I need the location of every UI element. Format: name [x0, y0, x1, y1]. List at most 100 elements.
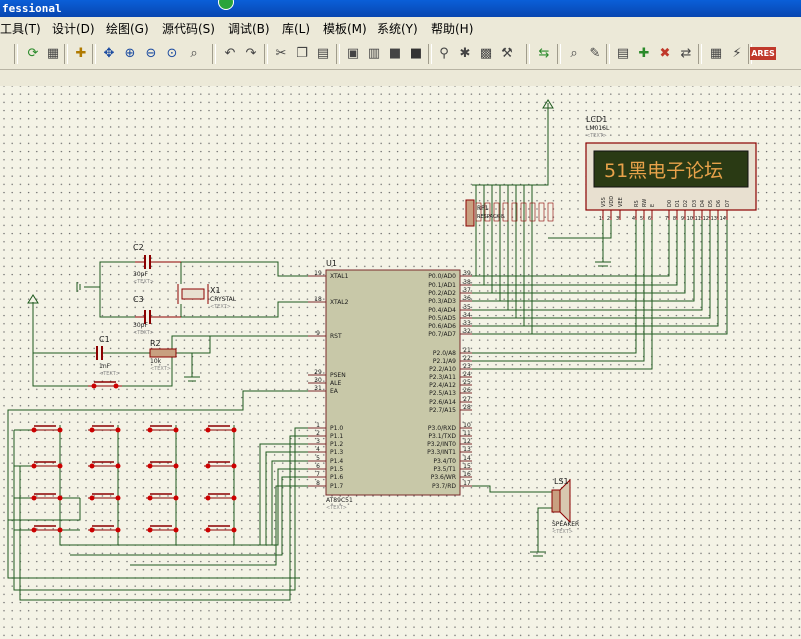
reset-button-contact[interactable] — [113, 383, 119, 389]
lcd-pin-number[interactable]: 1 — [599, 216, 602, 222]
menu-item-7[interactable]: 系统(Y) — [377, 22, 418, 36]
lcd-pin-name[interactable]: D4 — [700, 200, 706, 207]
search-button[interactable]: ⌕ — [565, 44, 583, 62]
redo-button[interactable]: ↷ — [242, 44, 260, 62]
lcd-pin-name[interactable]: D0 — [667, 200, 673, 207]
resistor-element[interactable] — [484, 202, 491, 222]
package-button[interactable]: ▩ — [477, 44, 495, 62]
resistor-element[interactable] — [493, 202, 500, 222]
pan-button[interactable]: ✥ — [100, 44, 118, 62]
lcd-pin-name[interactable]: D1 — [675, 200, 681, 207]
resistor-element[interactable] — [520, 202, 527, 222]
block-delete-button[interactable]: ■ — [407, 44, 425, 62]
lcd-pin-name[interactable]: D6 — [716, 200, 722, 207]
refresh-button[interactable]: ⟳ — [24, 44, 42, 62]
lcd-pin-number[interactable]: 8 — [673, 216, 676, 222]
speaker-ls1-component[interactable] — [551, 489, 561, 513]
menu-item-6[interactable]: 模板(M) — [323, 22, 367, 36]
lcd-type-label[interactable]: LM016L — [586, 125, 610, 132]
cut-button[interactable]: ✂ — [272, 44, 290, 62]
mcu-pin-name: XTAL2 — [330, 299, 349, 306]
lcd-pin-number[interactable]: 13 — [711, 216, 717, 222]
resistor-element[interactable] — [511, 202, 518, 222]
erc-button[interactable]: ⚡ — [728, 44, 746, 62]
lcd-pin-number[interactable]: 7 — [665, 216, 668, 222]
lcd-pin-number[interactable]: 11 — [695, 216, 701, 222]
zoom-all-button[interactable]: ⊙ — [163, 44, 181, 62]
goto-sheet-button[interactable]: ⇄ — [677, 44, 695, 62]
lcd-pin-name[interactable]: VDD — [609, 196, 615, 207]
block-rotate-button[interactable]: ■ — [386, 44, 404, 62]
menu-item-5[interactable]: 库(L) — [282, 22, 311, 36]
resistor-element[interactable] — [529, 202, 536, 222]
pick-device-button[interactable]: ⚲ — [435, 44, 453, 62]
resistor-element[interactable] — [547, 202, 554, 222]
wire — [537, 507, 552, 552]
vcc-terminal — [27, 294, 39, 304]
undo-button[interactable]: ↶ — [221, 44, 239, 62]
block-copy-button[interactable]: ▣ — [344, 44, 362, 62]
mcu-pin-name: P1.6 — [330, 474, 343, 481]
make-device-button[interactable]: ✱ — [456, 44, 474, 62]
lcd-screen[interactable] — [593, 150, 749, 188]
menu-item-1[interactable]: 设计(D) — [52, 22, 95, 36]
zoom-out-button[interactable]: ⊖ — [142, 44, 160, 62]
block-move-button[interactable]: ▥ — [365, 44, 383, 62]
remove-sheet-button[interactable]: ✖ — [656, 44, 674, 62]
zoom-in-button[interactable]: ⊕ — [121, 44, 139, 62]
mcu-chip-component[interactable] — [325, 269, 461, 496]
x1-value-label: CRYSTAL — [210, 296, 237, 303]
zoom-area-button[interactable]: ⌕ — [185, 44, 203, 62]
lcd-pin-number[interactable]: 2 — [607, 216, 610, 222]
lcd-pin-name[interactable]: D2 — [683, 200, 689, 207]
lcd-pin-number[interactable]: 5 — [640, 216, 643, 222]
lcd-pin-number[interactable]: 14 — [720, 216, 726, 222]
menu-item-8[interactable]: 帮助(H) — [431, 22, 474, 36]
lcd-ref-label[interactable]: LCD1 — [586, 115, 607, 124]
reset-button-contact[interactable] — [91, 383, 97, 389]
resistor-r2-component[interactable] — [149, 348, 177, 358]
speaker-cone[interactable] — [559, 478, 571, 524]
lcd-pin-name[interactable]: D7 — [725, 200, 731, 207]
lcd-pin-name[interactable]: RS — [634, 200, 640, 207]
resistor-element[interactable] — [538, 202, 545, 222]
ares-button[interactable]: ARES — [750, 44, 776, 62]
keypad-contact — [89, 427, 95, 433]
menu-item-3[interactable]: 源代码(S) — [162, 22, 215, 36]
resistor-element[interactable] — [475, 202, 482, 222]
lcd-pin-number[interactable]: 6 — [648, 216, 651, 222]
wire-autoroute-icon: ⇆ — [538, 45, 550, 61]
menu-item-4[interactable]: 调试(B) — [228, 22, 270, 36]
resistor-pack-component[interactable] — [465, 199, 475, 227]
design-explorer-button[interactable]: ▤ — [614, 44, 632, 62]
lcd-pin-name[interactable]: VSS — [601, 197, 607, 207]
lcd-pin-name[interactable]: RW — [642, 199, 648, 207]
lcd-pin-name[interactable]: E — [650, 204, 656, 207]
decompose-button[interactable]: ⚒ — [498, 44, 516, 62]
lcd-pin-number[interactable]: 12 — [703, 216, 709, 222]
toolbar-separator — [336, 44, 340, 64]
lcd-pin-name[interactable]: D5 — [708, 200, 714, 207]
paste-button[interactable]: ▤ — [314, 44, 332, 62]
resistor-element[interactable] — [502, 202, 509, 222]
lcd-pin-number[interactable]: 4 — [632, 216, 635, 222]
grid-button[interactable]: ▦ — [44, 44, 62, 62]
property-assign-button[interactable]: ✎ — [586, 44, 604, 62]
lcd-pin-number[interactable]: 10 — [687, 216, 693, 222]
lcd-pin-number[interactable]: 9 — [681, 216, 684, 222]
crystal-x1-component[interactable] — [181, 288, 205, 300]
toolbar-separator — [428, 44, 432, 64]
new-sheet-button[interactable]: ✚ — [635, 44, 653, 62]
lcd-text-label[interactable]: <TEXT> — [586, 133, 607, 139]
lcd-pin-number[interactable]: 3 — [616, 216, 619, 222]
wire-autoroute-button[interactable]: ⇆ — [535, 44, 553, 62]
lcd-pin-name[interactable]: VEE — [618, 197, 624, 207]
menu-item-0[interactable]: 工具(T) — [0, 22, 41, 36]
menu-item-2[interactable]: 绘图(G) — [106, 22, 149, 36]
lcd-pin-name[interactable]: D3 — [692, 200, 698, 207]
bom-button[interactable]: ▦ — [707, 44, 725, 62]
lcd-display-text[interactable]: 51黑电子论坛 — [604, 160, 723, 182]
origin-button[interactable]: ✚ — [72, 44, 90, 62]
copy-button[interactable]: ❐ — [293, 44, 311, 62]
